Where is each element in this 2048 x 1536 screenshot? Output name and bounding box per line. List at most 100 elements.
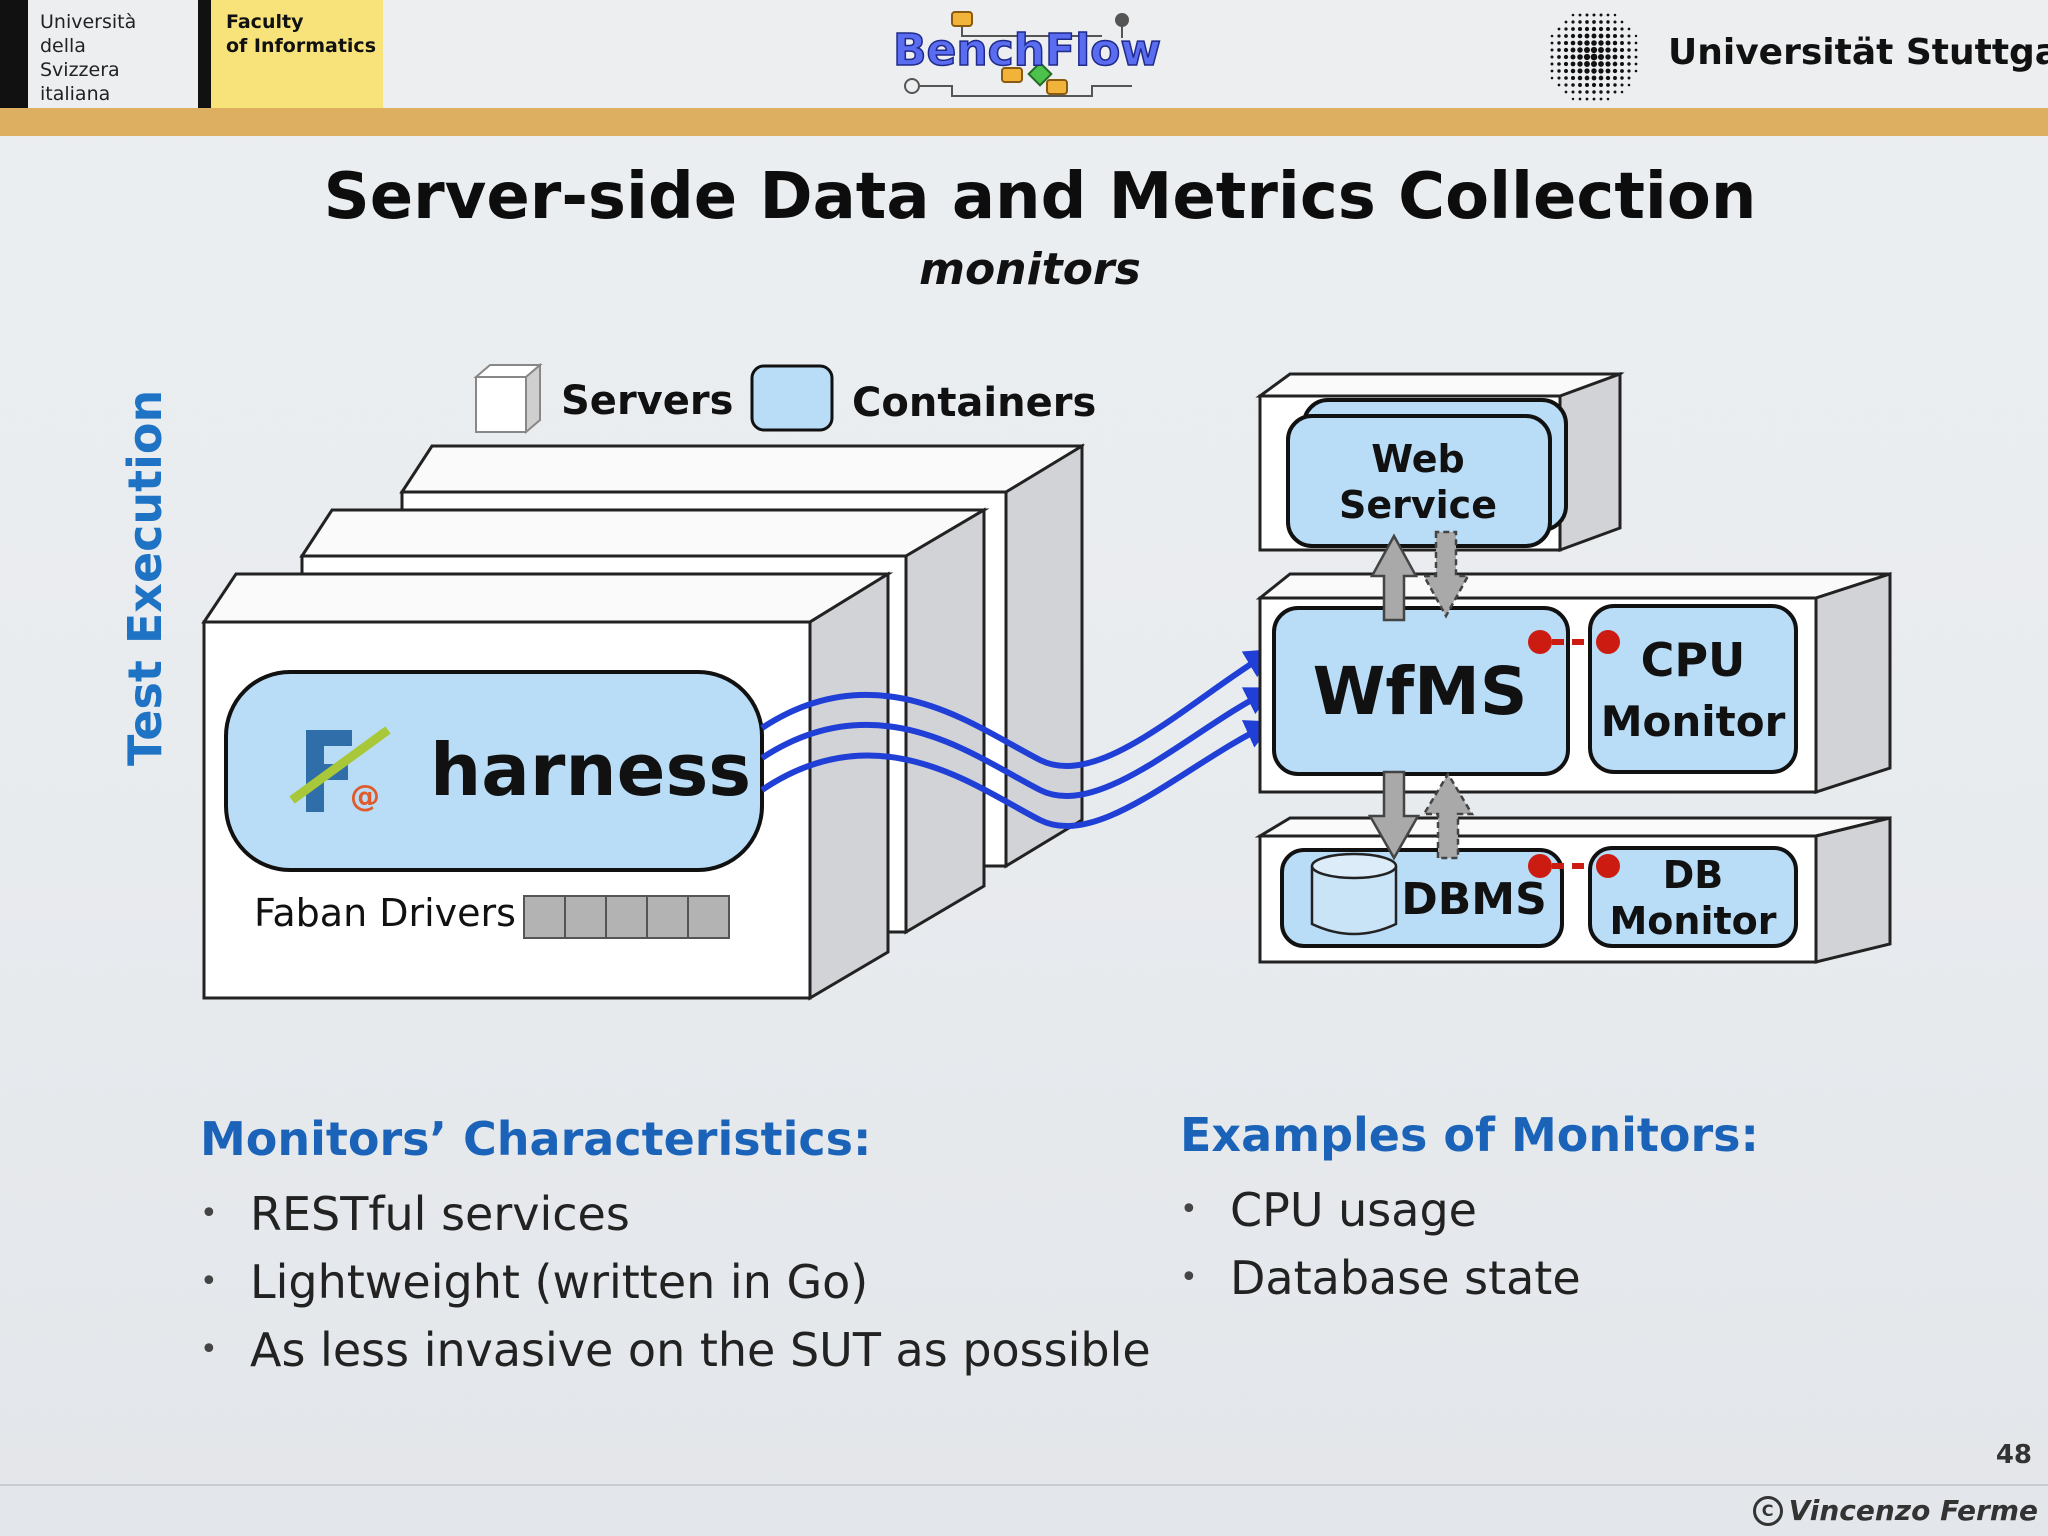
examples-column: Examples of Monitors: CPU usage Database… xyxy=(1180,1108,1960,1312)
seal-dot xyxy=(1577,40,1583,46)
seal-dot xyxy=(1550,76,1554,80)
seal-dot xyxy=(1619,47,1625,53)
seal-dot xyxy=(1591,82,1597,88)
seal-dot xyxy=(1564,34,1568,38)
seal-dot xyxy=(1578,90,1582,94)
seal-dot xyxy=(1592,90,1596,94)
seal-dot xyxy=(1584,40,1590,46)
server-middle-top xyxy=(299,508,990,558)
legend-servers-label: Servers xyxy=(561,378,733,424)
seal-dot xyxy=(1570,68,1576,74)
usi-logo-text: Università della Svizzera italiana xyxy=(40,11,137,105)
seal-dot xyxy=(1571,97,1575,101)
seal-dot xyxy=(1627,27,1631,31)
seal-dot xyxy=(1564,90,1568,94)
seal-dot xyxy=(1591,26,1597,32)
seal-dot xyxy=(1619,61,1625,67)
seal-dot xyxy=(1578,20,1582,24)
seal-dot xyxy=(1606,27,1610,31)
seal-dot xyxy=(1599,90,1603,94)
seal-dot xyxy=(1612,40,1618,46)
seal-dot xyxy=(1627,55,1631,59)
seal-dot xyxy=(1620,34,1624,38)
seal-dot xyxy=(1557,48,1561,52)
seal-dot xyxy=(1550,34,1554,38)
seal-dot xyxy=(1571,27,1575,31)
db-monitor-container xyxy=(1588,846,1798,948)
driver-slot xyxy=(564,895,607,939)
seal-dot xyxy=(1590,53,1598,61)
wfms-server: WfMS CPU Monitor xyxy=(1255,571,1892,795)
seal-dot xyxy=(1620,90,1624,94)
seal-dot xyxy=(1564,76,1568,80)
legend-server-icon xyxy=(475,376,527,433)
seal-dot xyxy=(1606,20,1610,24)
seal-dot xyxy=(1612,68,1618,74)
seal-dot xyxy=(1599,13,1603,17)
seal-dot xyxy=(1557,83,1561,87)
driver-slot xyxy=(523,895,566,939)
faculty-logo-box xyxy=(211,0,383,108)
legend: Servers Containers xyxy=(473,362,1096,435)
dbms-server: DBMS DB Monitor xyxy=(1254,816,1892,964)
driver-slots xyxy=(523,895,730,939)
characteristics-column: Monitors’ Characteristics: RESTful servi… xyxy=(200,1112,1151,1384)
seal-dot xyxy=(1605,54,1611,60)
seal-dot xyxy=(1598,68,1604,74)
driver-slot xyxy=(646,895,689,939)
seal-dot xyxy=(1550,69,1554,73)
dbms-label: DBMS xyxy=(1401,874,1547,925)
seal-dot xyxy=(1564,83,1568,87)
request-arrows xyxy=(760,648,1276,829)
seal-dot xyxy=(1606,13,1610,17)
seal-dot xyxy=(1570,61,1576,67)
seal-dot xyxy=(1613,90,1617,94)
web-service-server: Web Service xyxy=(1255,371,1625,553)
seal-dot xyxy=(1557,76,1561,80)
seal-dot xyxy=(1627,34,1631,38)
seal-dot xyxy=(1598,61,1604,67)
seal-dot xyxy=(1585,13,1589,17)
slide-header: Università della Svizzera italiana Facul… xyxy=(0,0,2048,108)
seal-dot xyxy=(1584,26,1590,32)
seal-dot xyxy=(1613,13,1617,17)
seal-dot xyxy=(1570,75,1576,81)
university-seal-icon xyxy=(1550,13,1638,101)
seal-dot xyxy=(1591,75,1597,81)
seal-dot xyxy=(1578,13,1582,17)
seal-dot xyxy=(1598,26,1604,32)
seal-dot xyxy=(1612,33,1618,39)
seal-dot xyxy=(1557,34,1561,38)
cpu-probe-connector xyxy=(1528,630,1620,654)
server-back-top xyxy=(399,444,1085,494)
seal-dot xyxy=(1613,20,1617,24)
faban-drivers-label: Faban Drivers xyxy=(254,891,516,935)
seal-dot xyxy=(1577,33,1583,39)
seal-dot xyxy=(1620,83,1624,87)
footer-divider xyxy=(0,1484,2048,1486)
seal-dot xyxy=(1627,62,1631,66)
seal-dot xyxy=(1620,20,1624,24)
seal-dot xyxy=(1627,76,1631,80)
seal-dot xyxy=(1605,33,1611,39)
seal-dot xyxy=(1571,13,1575,17)
seal-dot xyxy=(1563,47,1569,53)
seal-dot xyxy=(1598,82,1604,88)
driver-slot xyxy=(605,895,648,939)
seal-dot xyxy=(1592,20,1596,24)
up-arrow-dashed xyxy=(1421,771,1475,860)
slide-title: Server-side Data and Metrics Collection xyxy=(323,160,1757,234)
seal-dot xyxy=(1550,62,1554,66)
seal-dot xyxy=(1592,13,1596,17)
list-item: Database state xyxy=(1180,1244,1960,1312)
seal-dot xyxy=(1627,83,1631,87)
seal-dot xyxy=(1550,55,1554,59)
seal-dot xyxy=(1577,54,1583,60)
web-service-container xyxy=(1286,414,1552,548)
request-arrow xyxy=(760,648,1276,769)
seal-dot xyxy=(1606,90,1610,94)
seal-dot xyxy=(1599,97,1603,101)
faculty-logo-bar xyxy=(198,0,211,108)
seal-dot xyxy=(1570,47,1576,53)
